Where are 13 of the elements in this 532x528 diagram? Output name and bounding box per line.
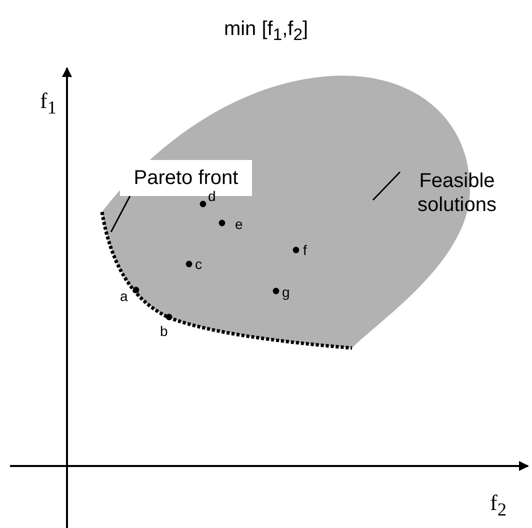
point-label: b <box>160 323 168 339</box>
point-label: f <box>303 242 307 258</box>
point-label: g <box>282 284 290 300</box>
axis-label: f$_{2}$ <box>490 490 506 520</box>
axis-label: f$_{1}$ <box>40 88 56 118</box>
chart-title: min [f$_{1}$,f$_{2}$] <box>222 18 310 45</box>
leader-line <box>110 196 131 232</box>
pareto-front-curve <box>100 212 352 350</box>
point-label: c <box>195 256 202 272</box>
point-label: a <box>120 288 128 304</box>
feasible-solutions-label: Feasible solutions <box>398 165 516 221</box>
leader-line <box>372 171 401 201</box>
point-label: e <box>235 216 243 232</box>
